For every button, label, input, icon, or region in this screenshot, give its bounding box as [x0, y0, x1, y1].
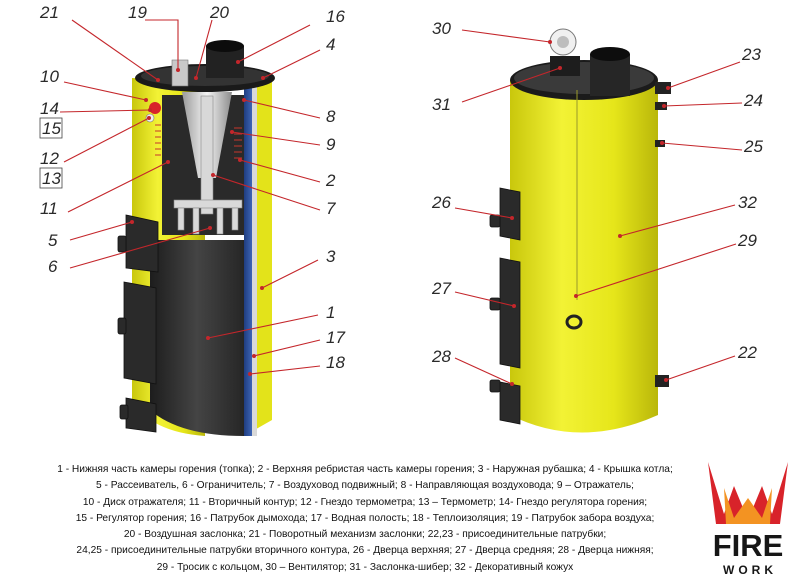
cable-ring [565, 314, 583, 330]
callout-18: 18 [326, 353, 345, 372]
callout-27: 27 [431, 279, 451, 298]
callout-8: 8 [326, 107, 336, 126]
callout-21: 21 [39, 3, 59, 22]
callout-box-15 [39, 117, 63, 139]
leader-23 [667, 61, 741, 89]
doors-left [117, 214, 159, 433]
callout-2: 2 [325, 171, 336, 190]
leader-8 [243, 99, 321, 119]
leader-26 [454, 207, 513, 219]
callout-16: 16 [326, 7, 345, 26]
leader-18 [249, 365, 321, 375]
callout-box-13 [39, 167, 63, 189]
callout-31: 31 [432, 95, 451, 114]
combustion-chamber [150, 240, 244, 436]
firework-logo: FIRE WORK [708, 462, 788, 577]
callout-28: 28 [431, 347, 451, 366]
leader-20 [195, 19, 213, 79]
leader-5 [69, 221, 133, 241]
lid-surface [141, 66, 269, 86]
callout-13: 13 [42, 169, 61, 188]
water-cavity [252, 84, 257, 436]
legend-line: 5 - Рассеиватель, 6 - Ограничитель; 7 - … [96, 480, 634, 492]
legend-line: 29 - Тросик с кольцом, 30 – Вентилятор; … [156, 561, 574, 573]
leader-9 [231, 131, 321, 146]
leader-3 [261, 259, 319, 289]
decorative-casing [510, 80, 658, 433]
cutaway-boiler [117, 40, 275, 436]
callout-11: 11 [40, 199, 58, 218]
callout-5: 5 [48, 231, 58, 250]
logo-text-fire: FIRE [713, 528, 784, 563]
leader-31 [461, 67, 561, 103]
legend-line: 15 - Регулятор горения; 16 - Патрубок ды… [75, 512, 655, 524]
leader-29 [575, 243, 737, 297]
leader-28 [454, 357, 513, 385]
callout-6: 6 [48, 257, 58, 276]
leader-22 [665, 355, 736, 381]
legend-line: 1 - Нижняя часть камеры горения (топка);… [57, 464, 673, 475]
callout-25: 25 [743, 137, 763, 156]
leader-27 [454, 291, 515, 307]
distributor [173, 199, 243, 235]
callout-12: 12 [40, 149, 59, 168]
leader-2 [239, 159, 321, 183]
callout-15: 15 [42, 119, 61, 138]
leader-17 [253, 339, 321, 357]
parts-legend: 1 - Нижняя часть камеры горения (топка);… [40, 462, 690, 576]
callout-4: 4 [326, 35, 335, 54]
movable-air-duct [200, 95, 214, 215]
callout-23: 23 [741, 45, 761, 64]
logo-text-work: WORK [723, 563, 777, 577]
assembled-boiler [489, 28, 671, 433]
callout-14: 14 [40, 99, 59, 118]
leader-32 [619, 204, 736, 237]
callout-17: 17 [326, 328, 345, 347]
leader-12 [63, 117, 150, 163]
callout-9: 9 [326, 135, 336, 154]
callout-19: 19 [128, 3, 147, 22]
side-pipes [655, 82, 671, 387]
leader-11 [67, 161, 169, 213]
combustion-regulator [149, 102, 161, 114]
leader-21 [71, 19, 159, 81]
callout-29: 29 [737, 231, 757, 250]
callout-10: 10 [40, 67, 59, 86]
legend-line: 10 - Диск отражателя; 11 - Вторичный кон… [82, 496, 648, 508]
leader-14 [59, 109, 151, 113]
leader-4 [262, 49, 321, 79]
legend-line: 24,25 - присоединительные патрубки втори… [76, 545, 654, 557]
leader-1 [207, 314, 319, 339]
leader-25 [661, 142, 743, 151]
callout-7: 7 [326, 199, 336, 218]
callout-3: 3 [326, 247, 336, 266]
callout-30: 30 [432, 19, 451, 38]
leader-16 [237, 24, 311, 63]
leader-19 [145, 19, 179, 70]
legend-line: 20 - Воздушная заслонка; 21 - Поворотный… [123, 529, 607, 541]
leader-24 [663, 102, 743, 107]
leader-30 [461, 29, 551, 43]
leader-10 [63, 81, 147, 101]
leader-6 [69, 227, 211, 269]
callout-26: 26 [431, 193, 451, 212]
damper [550, 56, 580, 76]
leader-7 [212, 174, 321, 211]
air-intake [171, 59, 189, 87]
callout-22: 22 [737, 343, 757, 362]
callout-20: 20 [209, 3, 229, 22]
callout-32: 32 [738, 193, 757, 212]
insulation-layer [244, 84, 252, 436]
callout-1: 1 [326, 303, 335, 322]
callout-24: 24 [743, 91, 763, 110]
